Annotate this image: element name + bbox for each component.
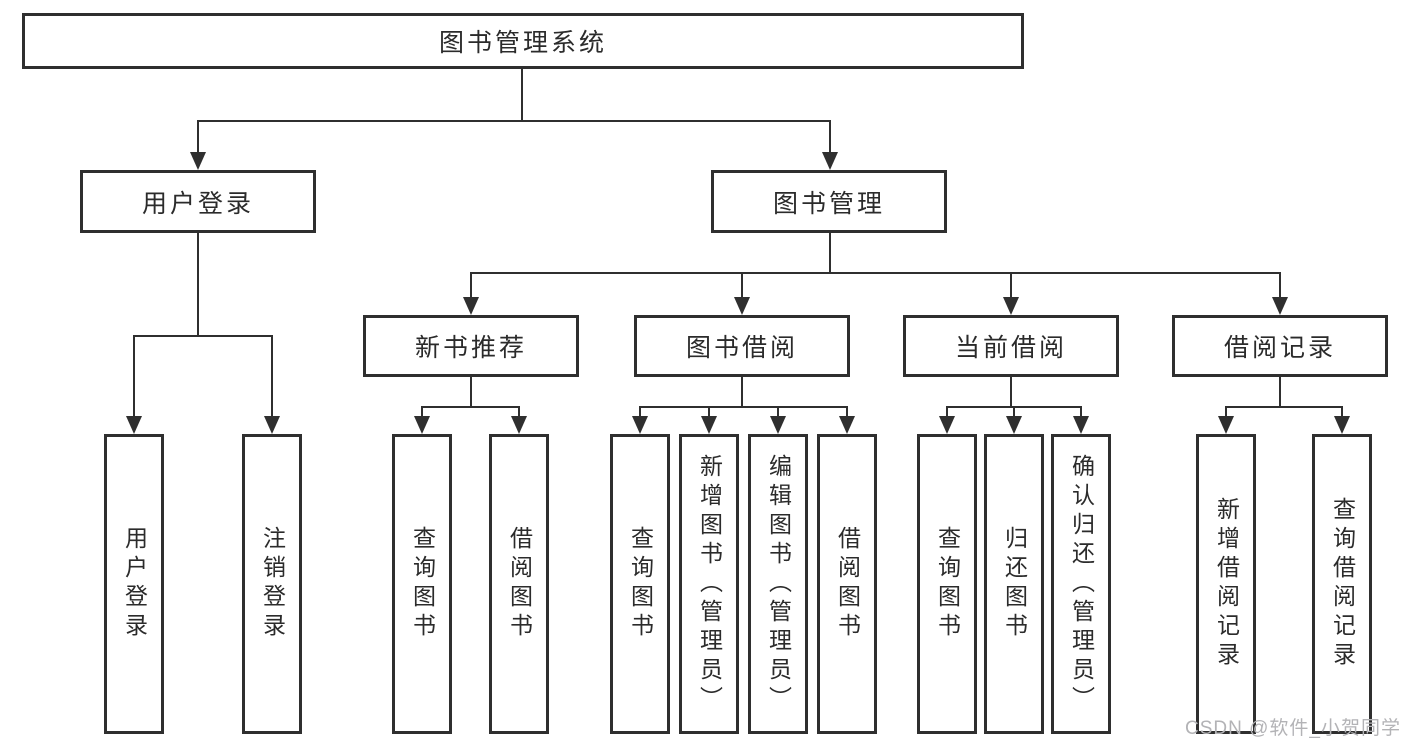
node-leaf-label: 查询图书 — [409, 526, 436, 642]
arrowhead-down — [1334, 416, 1350, 434]
connector-stem — [271, 335, 273, 416]
csdn-watermark: CSDN @软件_小贺同学 — [1185, 718, 1401, 739]
connector-stem — [708, 406, 710, 416]
arrowhead-down — [632, 416, 648, 434]
connector-stem — [1013, 406, 1015, 416]
connector-stem — [946, 406, 948, 416]
arrowhead-down — [1006, 416, 1022, 434]
node-leaf-records-query-record: 查询借阅记录 — [1312, 434, 1372, 734]
connector-stem — [470, 377, 472, 408]
arrowhead-down — [463, 297, 479, 315]
connector-stem — [639, 406, 641, 416]
node-leaf-borrow-add-books-admin: 新增图书（管理员） — [679, 434, 739, 734]
connector-stem — [518, 406, 520, 416]
arrowhead-down — [264, 416, 280, 434]
connector-stem — [1010, 377, 1012, 408]
arrowhead-down — [1073, 416, 1089, 434]
node-leaf-recommend-query-books: 查询图书 — [392, 434, 452, 734]
arrowhead-down — [126, 416, 142, 434]
node-book-borrowing: 图书借阅 — [634, 315, 850, 377]
connector-stem — [846, 406, 848, 416]
connector-stem — [1279, 272, 1281, 297]
node-leaf-label: 新增借阅记录 — [1213, 497, 1240, 671]
connector-rail — [133, 335, 273, 337]
connector-stem — [421, 406, 423, 416]
arrowhead-down — [839, 416, 855, 434]
node-leaf-label: 确认归还（管理员） — [1068, 453, 1095, 715]
connector-stem — [470, 272, 472, 297]
connector-stem — [1010, 272, 1012, 297]
node-leaf-label: 新增图书（管理员） — [696, 453, 723, 715]
arrowhead-down — [1003, 297, 1019, 315]
connector-stem — [741, 377, 743, 408]
node-leaf-current-query-books: 查询图书 — [917, 434, 977, 734]
arrowhead-down — [939, 416, 955, 434]
node-leaf-label: 借阅图书 — [506, 526, 533, 642]
node-leaf-records-add-record: 新增借阅记录 — [1196, 434, 1256, 734]
node-leaf-logout: 注销登录 — [242, 434, 302, 734]
arrowhead-down — [511, 416, 527, 434]
arrowhead-down — [701, 416, 717, 434]
node-leaf-label: 查询借阅记录 — [1329, 497, 1356, 671]
node-leaf-borrow-query-books: 查询图书 — [610, 434, 670, 734]
node-leaf-recommend-borrow-books: 借阅图书 — [489, 434, 549, 734]
node-leaf-borrow-borrow-books: 借阅图书 — [817, 434, 877, 734]
connector-stem — [1225, 406, 1227, 416]
arrowhead-down — [1218, 416, 1234, 434]
connector-stem — [1080, 406, 1082, 416]
node-leaf-label: 归还图书 — [1001, 526, 1028, 642]
node-current-borrowing: 当前借阅 — [903, 315, 1119, 377]
arrowhead-down — [414, 416, 430, 434]
connector-stem — [521, 69, 523, 122]
node-leaf-label: 查询图书 — [627, 526, 654, 642]
connector-stem — [133, 335, 135, 416]
connector-stem — [197, 120, 199, 152]
connector-rail — [639, 406, 848, 408]
connector-stem — [777, 406, 779, 416]
node-leaf-label: 用户登录 — [121, 526, 148, 642]
connector-stem — [1341, 406, 1343, 416]
arrowhead-down — [734, 297, 750, 315]
node-leaf-label: 借阅图书 — [834, 526, 861, 642]
connector-stem — [829, 233, 831, 274]
connector-stem — [1279, 377, 1281, 408]
arrowhead-down — [1272, 297, 1288, 315]
node-leaf-borrow-edit-books-admin: 编辑图书（管理员） — [748, 434, 808, 734]
arrowhead-down — [822, 152, 838, 170]
arrowhead-down — [770, 416, 786, 434]
connector-stem — [829, 120, 831, 152]
node-book-management: 图书管理 — [711, 170, 947, 233]
node-leaf-label: 查询图书 — [934, 526, 961, 642]
connector-rail — [1225, 406, 1343, 408]
connector-rail — [421, 406, 520, 408]
connector-stem — [197, 233, 199, 337]
connector-rail — [470, 272, 1281, 274]
connector-rail — [197, 120, 831, 122]
node-borrowing-records: 借阅记录 — [1172, 315, 1388, 377]
node-new-book-recommendation: 新书推荐 — [363, 315, 579, 377]
node-user-login: 用户登录 — [80, 170, 316, 233]
node-leaf-label: 编辑图书（管理员） — [765, 453, 792, 715]
node-leaf-label: 注销登录 — [259, 526, 286, 642]
arrowhead-down — [190, 152, 206, 170]
node-leaf-current-return-books: 归还图书 — [984, 434, 1044, 734]
node-book-management-system: 图书管理系统 — [22, 13, 1024, 69]
node-leaf-current-confirm-return-admin: 确认归还（管理员） — [1051, 434, 1111, 734]
connector-stem — [741, 272, 743, 297]
node-leaf-user-login: 用户登录 — [104, 434, 164, 734]
